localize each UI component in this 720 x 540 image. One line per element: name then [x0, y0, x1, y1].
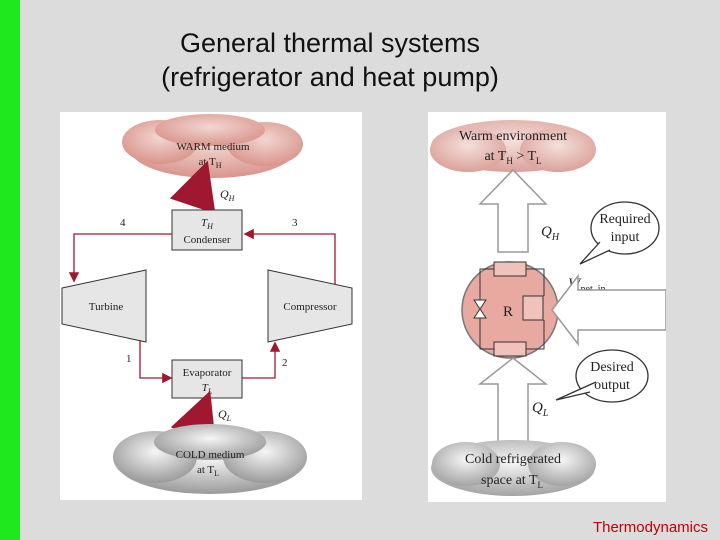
pipe-4 [68, 233, 172, 283]
cold-space-temp: space at TL [481, 473, 543, 490]
pipe-1 [139, 340, 173, 384]
compressor-label: Compressor [283, 301, 337, 313]
cold-space-label: Cold refrigerated [465, 452, 561, 467]
ql-label: QL [218, 407, 232, 423]
state-4-label: 4 [120, 217, 126, 229]
turbine-shape [61, 269, 147, 343]
state-2-label: 2 [282, 357, 288, 369]
desired-label: Desired [590, 360, 634, 375]
r-label: R [503, 304, 513, 320]
cycle-svg: WARM medium at TH QH TH Condenser 4 3 Tu… [61, 114, 353, 494]
required-label: Required [599, 212, 650, 227]
warm-environment-temp: at TH > TL [484, 149, 541, 166]
evaporator-label: Evaporator [183, 367, 232, 379]
slide-title: General thermal systems (refrigerator an… [60, 26, 600, 94]
compressor-shape [267, 269, 353, 343]
turbine-label: Turbine [89, 301, 124, 313]
state-1-label: 1 [126, 353, 132, 365]
warm-environment-cloud: Warm environment at TH > TL [430, 120, 596, 172]
warm-environment-label: Warm environment [459, 129, 567, 144]
warm-medium-cloud: WARM medium at TH [122, 114, 303, 178]
qh-label: QH [541, 224, 560, 243]
title-line-1: General thermal systems [179, 28, 481, 58]
schematic-svg: Warm environment at TH > TL QH Required … [430, 120, 667, 496]
desired-output-bubble: Desired output [555, 349, 649, 403]
input-label: input [611, 230, 640, 245]
refrigerator-circle: R [461, 261, 559, 359]
required-input-bubble: Required input [579, 201, 660, 265]
cold-medium-label: COLD medium [176, 449, 245, 461]
footer-label: Thermodynamics [592, 519, 708, 536]
state-3-label: 3 [292, 217, 298, 229]
condenser-label: Condenser [183, 234, 230, 246]
title-line-2: (refrigerator and heat pump) [161, 62, 499, 92]
output-label: output [594, 378, 630, 393]
refrigerator-schematic: Warm environment at TH > TL QH Required … [428, 112, 667, 502]
cold-medium-cloud: COLD medium at TL [113, 424, 307, 494]
warm-medium-label: WARM medium [176, 141, 249, 153]
condenser-box [171, 209, 243, 251]
cold-space-cloud: Cold refrigerated space at TL [431, 440, 596, 496]
cold-medium-temp: at TL [197, 464, 219, 478]
expansion-valve-icon [473, 299, 487, 319]
refrigeration-cycle-diagram: WARM medium at TH QH TH Condenser 4 3 Tu… [60, 112, 362, 500]
pipe-3 [243, 228, 336, 284]
pipe-2 [242, 341, 281, 379]
work-input-hollow-arrow [551, 273, 667, 347]
ql-label: QL [532, 400, 549, 419]
green-accent-bar [0, 0, 20, 540]
condenser-temp: TH [201, 217, 214, 231]
qh-heat-arrow [169, 160, 216, 214]
qh-hollow-arrow [478, 168, 548, 253]
qh-label: QH [220, 187, 236, 203]
ql-hollow-arrow [477, 357, 549, 443]
